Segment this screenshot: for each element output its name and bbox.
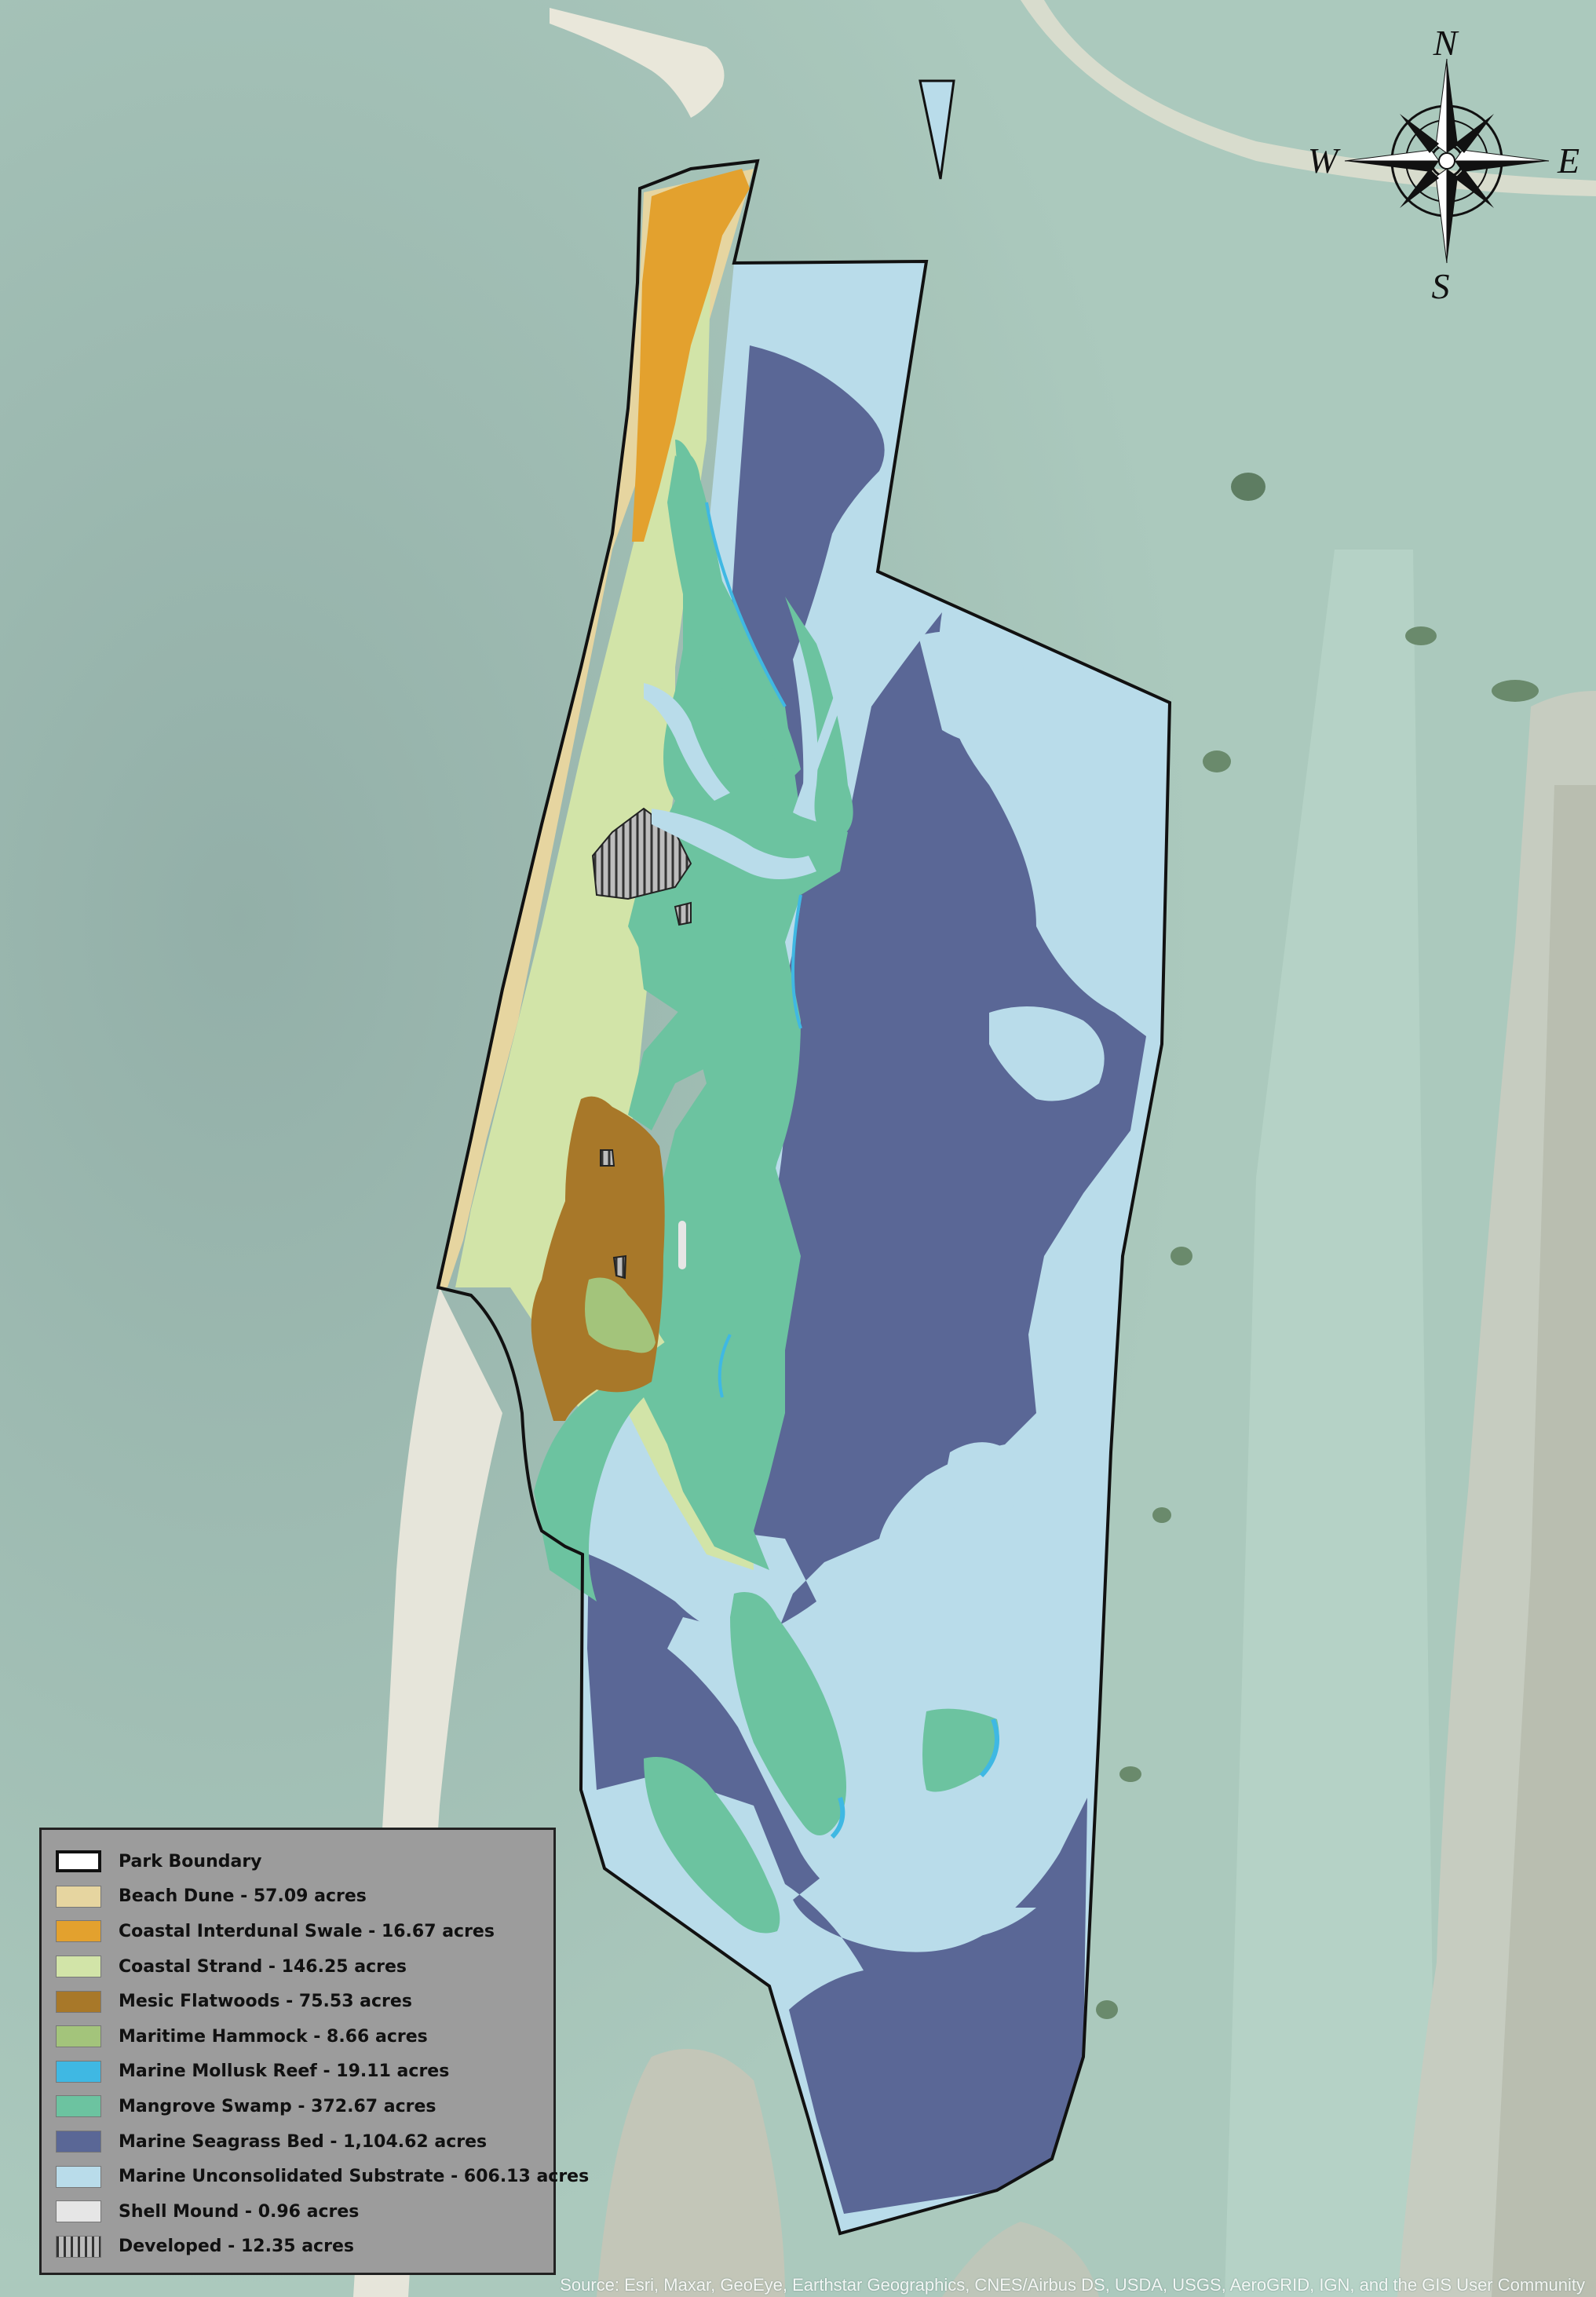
legend-swatch-shell-mound (56, 2200, 101, 2223)
habitat-marine-mollusk-reef (791, 894, 802, 1029)
legend-item: Marine Unconsolidated Substrate - 606.13… (56, 2159, 589, 2194)
legend-label: Shell Mound - 0.96 acres (119, 2201, 360, 2222)
habitat-marine-mollusk-reef (830, 1797, 845, 1839)
habitat-mangrove-north (667, 455, 801, 785)
legend-swatch-beach-dune (56, 1885, 101, 1908)
habitat-developed (612, 1254, 627, 1280)
habitat-mangrove-island (730, 1592, 846, 1835)
legend-item: Marine Mollusk Reef - 19.11 acres (56, 2054, 553, 2090)
legend-label: Beach Dune - 57.09 acres (119, 1886, 367, 1907)
compass-rose: N S E W (1308, 23, 1580, 306)
legend-swatch-maritime-hammock (56, 2025, 101, 2048)
source-attribution: Source: Esri, Maxar, GeoEye, Earthstar G… (560, 2275, 1585, 2295)
legend-label: Coastal Strand - 146.25 acres (119, 1956, 407, 1977)
legend-swatch-mesic-flatwoods (56, 1990, 101, 2013)
map-legend: Park Boundary Beach Dune - 57.09 acres C… (39, 1828, 589, 2275)
legend-item: Beach Dune - 57.09 acres (56, 1879, 553, 1915)
habitat-marine-mollusk-reef (718, 1334, 732, 1398)
legend-swatch-developed (56, 2235, 101, 2258)
inlet-channel (644, 683, 730, 801)
inlet-channel (652, 809, 816, 879)
habitat-developed (600, 1149, 615, 1167)
legend-item: Mangrove Swamp - 372.67 acres (56, 2089, 553, 2124)
legend-item: Marine Seagrass Bed - 1,104.62 acres (56, 2124, 553, 2160)
legend-swatch-coastal-strand (56, 1956, 101, 1978)
island (1231, 473, 1265, 501)
legend-swatch-marine-unconsolidated-substrate (56, 2165, 101, 2188)
legend-swatch-marine-mollusk-reef (56, 2060, 101, 2083)
park-boundary (436, 159, 1172, 2236)
legend-label: Marine Unconsolidated Substrate - 606.13… (119, 2167, 590, 2187)
compass-east-label: E (1557, 141, 1580, 181)
compass-north-label: N (1433, 23, 1459, 63)
legend-item: Park Boundary (56, 1844, 553, 1879)
island (1405, 626, 1437, 645)
island (1492, 680, 1539, 702)
habitat-mangrove-island (644, 1757, 780, 1934)
habitat-maritime-hammock (585, 1277, 656, 1353)
compass-west-label: W (1308, 141, 1341, 181)
legend-label: Mesic Flatwoods - 75.53 acres (119, 1992, 412, 2012)
habitat-substrate-patch (989, 1006, 1105, 1101)
island (1171, 1247, 1192, 1265)
boardwalk-channel (793, 572, 887, 816)
habitat-coastal-strand (455, 283, 754, 1570)
south-development-2 (942, 2222, 1099, 2297)
habitat-shell-mound (678, 1221, 686, 1269)
legend-label: Developed - 12.35 acres (119, 2237, 354, 2257)
east-mainland-texture (1492, 785, 1596, 2297)
legend-item: Coastal Strand - 146.25 acres (56, 1949, 553, 1985)
legend-label: Park Boundary (119, 1851, 262, 1872)
habitat-marine-seagrass-bed (587, 345, 1146, 2214)
habitat-substrate-patch (919, 631, 1028, 744)
legend-swatch-park-boundary (56, 1850, 101, 1873)
park-habitats (440, 169, 1170, 2233)
marine-substrate-parcel (919, 79, 955, 180)
habitat-beach-dune (440, 169, 754, 1287)
legend-label: Marine Mollusk Reef - 19.11 acres (119, 2061, 450, 2082)
legend-swatch-mangrove-swamp (56, 2095, 101, 2118)
legend-item: Coastal Interdunal Swale - 16.67 acres (56, 1914, 553, 1949)
legend-label: Mangrove Swamp - 372.67 acres (119, 2096, 436, 2116)
shallow-water (1225, 550, 1437, 2297)
northeast-causeway (1021, 0, 1596, 196)
legend-label: Coastal Interdunal Swale - 16.67 acres (119, 1921, 495, 1941)
legend-label: Marine Seagrass Bed - 1,104.62 acres (119, 2131, 488, 2152)
habitat-substrate-patch (942, 1442, 1022, 1523)
habitat-developed (674, 901, 692, 926)
north-sandbar (550, 8, 725, 118)
legend-label: Maritime Hammock - 8.66 acres (119, 2026, 428, 2047)
island (1119, 1766, 1141, 1782)
legend-item: Maritime Hammock - 8.66 acres (56, 2019, 553, 2054)
legend-item: Developed - 12.35 acres (56, 2229, 553, 2265)
legend-swatch-coastal-interdunal-swale (56, 1920, 101, 1943)
habitat-mangrove-island (922, 1708, 999, 1792)
legend-item: Shell Mound - 0.96 acres (56, 2194, 553, 2229)
habitat-marine-mollusk-reef (705, 502, 787, 707)
compass-south-label: S (1432, 266, 1450, 306)
island (1203, 750, 1231, 772)
island (1096, 2000, 1118, 2019)
south-development (597, 2049, 785, 2297)
island (1152, 1507, 1171, 1523)
legend-item: Mesic Flatwoods - 75.53 acres (56, 1984, 553, 2019)
legend-swatch-marine-seagrass-bed (56, 2131, 101, 2153)
habitat-mangrove-swamp-large (636, 440, 848, 1413)
habitat-marine-mollusk-reef (979, 1718, 999, 1778)
habitat-coastal-interdunal-swale (632, 169, 750, 542)
